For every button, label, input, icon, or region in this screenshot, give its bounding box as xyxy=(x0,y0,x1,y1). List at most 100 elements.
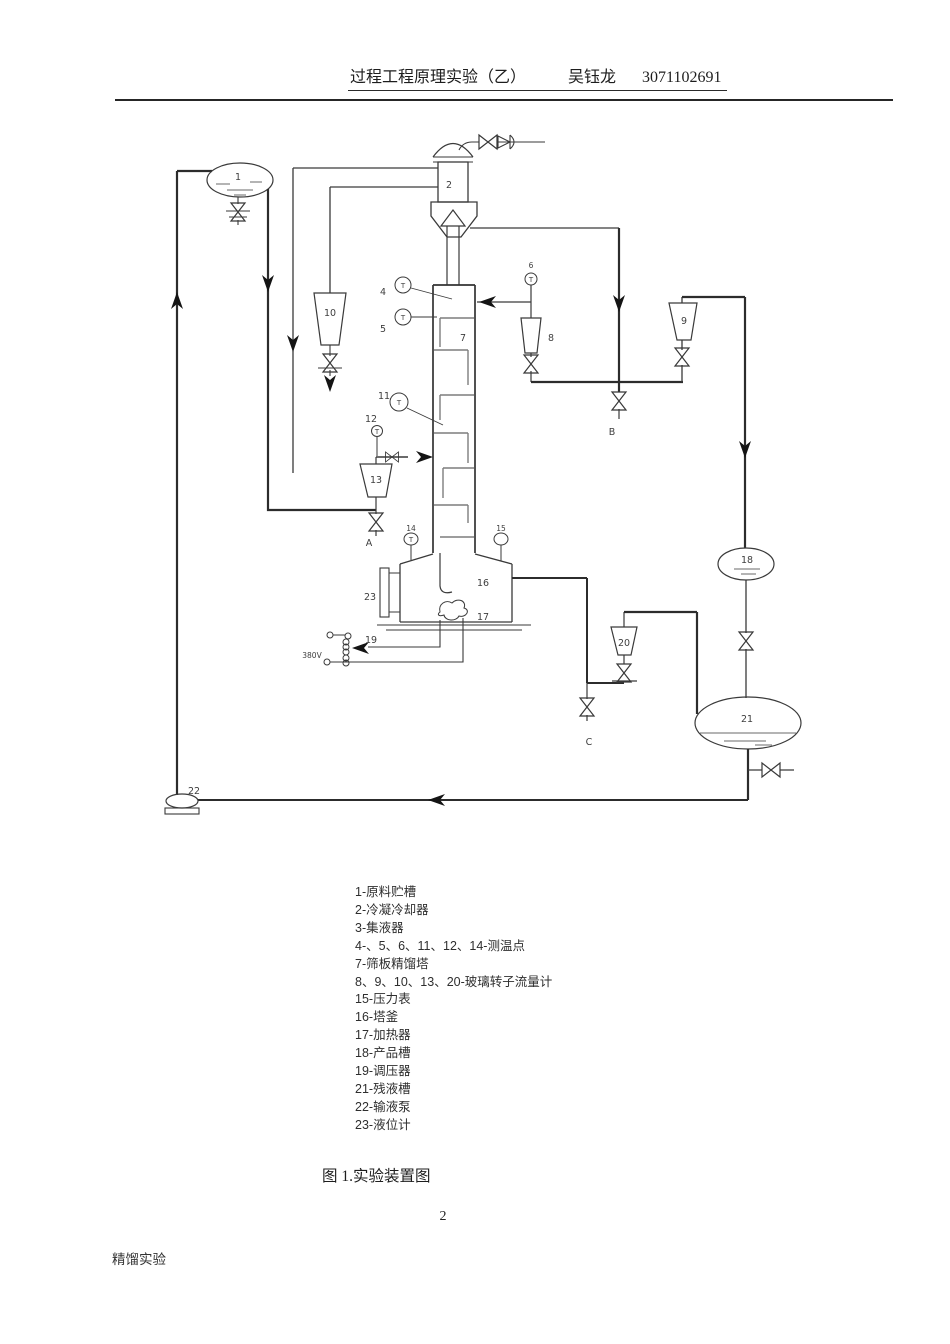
legend-item: 4-、5、6、11、12、14-测温点 xyxy=(355,938,525,953)
page-header: 过程工程原理实验（乙） 吴钰龙 3071102691 xyxy=(348,63,728,91)
label-16: 16 xyxy=(477,578,489,589)
legend-item: 1-原料贮槽 xyxy=(355,885,417,899)
label-19: 19 xyxy=(365,635,377,646)
variac-19: 19 380V xyxy=(302,618,464,667)
legend: 1-原料贮槽 2-冷凝冷却器 3-集液器 4-、5、6、11、12、14-测温点… xyxy=(355,884,552,1135)
rotameter-10: 10 xyxy=(313,186,438,392)
thermometer-11: T 11 xyxy=(378,391,444,426)
feed-line xyxy=(262,189,376,512)
label-18: 18 xyxy=(741,555,753,566)
page-number: 2 xyxy=(439,1209,447,1224)
drain-valve-icon xyxy=(761,762,781,778)
cooling-water-outlet-line xyxy=(287,167,438,473)
condenser-2: 2 xyxy=(432,134,545,203)
label-17: 17 xyxy=(477,612,489,623)
valve-icon xyxy=(230,202,246,222)
flow-down-arrow-icon xyxy=(324,375,336,392)
label-15: 15 xyxy=(496,524,506,533)
legend-item: 21-残液槽 xyxy=(355,1081,411,1096)
label-10: 10 xyxy=(324,308,336,319)
sample-point-A: A xyxy=(366,510,384,549)
legend-item: 2-冷凝冷却器 xyxy=(355,902,429,917)
figure-caption: 图 1.实验装置图 xyxy=(322,1168,431,1185)
legend-item: 16-塔釜 xyxy=(355,1010,399,1025)
thermometer-14: T 14 xyxy=(403,524,419,560)
thermometer-glyph: T xyxy=(396,399,402,407)
product-branch-rotameter-9: 9 xyxy=(668,295,751,548)
header-course: 过程工程原理实验（乙） xyxy=(350,69,527,86)
vapor-arrow-icon xyxy=(439,209,467,227)
heater-17 xyxy=(437,599,468,621)
level-gauge-23 xyxy=(379,567,390,618)
residue-line-rotameter-20: C 20 xyxy=(512,577,699,748)
header-student-name: 吴钰龙 xyxy=(568,69,617,86)
valve-icon xyxy=(322,353,338,373)
vent-valve-icon xyxy=(478,134,498,150)
legend-item: 17-加热器 xyxy=(355,1028,411,1043)
feed-arrow-icon xyxy=(416,451,433,463)
label-22: 22 xyxy=(188,786,200,797)
legend-item: 7-筛板精馏塔 xyxy=(355,956,429,971)
bottom-return-line xyxy=(198,794,748,806)
sieve-trays xyxy=(434,317,474,538)
thermometer-glyph: T xyxy=(400,282,406,290)
valve-icon xyxy=(523,354,539,374)
legend-item: 8、9、10、13、20-玻璃转子流量计 xyxy=(355,974,553,989)
reflux-branch-rotameter-8: T 6 8 xyxy=(477,261,554,382)
label-21: 21 xyxy=(741,714,753,725)
variac-coil xyxy=(342,638,350,667)
valve-icon xyxy=(579,697,595,717)
feed-tank-1: 1 xyxy=(206,162,274,225)
label-14: 14 xyxy=(406,524,416,533)
label-1: 1 xyxy=(235,172,241,183)
legend-item: 3-集液器 xyxy=(355,920,404,935)
label-9: 9 xyxy=(681,316,687,327)
label-A: A xyxy=(366,538,373,549)
thermometer-5: T 5 xyxy=(380,308,437,335)
label-6: 6 xyxy=(529,261,534,270)
label-4: 4 xyxy=(380,287,386,298)
thermometer-glyph: T xyxy=(374,428,380,436)
header-rule xyxy=(115,99,893,101)
label-C: C xyxy=(586,737,593,748)
thermometer-glyph: T xyxy=(400,314,406,322)
valve-icon xyxy=(738,631,754,651)
label-5: 5 xyxy=(380,324,386,335)
valve-icon xyxy=(674,347,690,367)
check-valve-icon xyxy=(497,134,515,150)
valve-icon xyxy=(368,512,384,532)
pressure-gauge-15: 15 xyxy=(493,524,509,561)
still-pot-16: 16 17 23 xyxy=(364,553,531,631)
label-8: 8 xyxy=(548,333,554,344)
thermometer-4: T 4 xyxy=(380,276,453,300)
label-B: B xyxy=(609,427,616,438)
rotameter-13: 13 xyxy=(359,451,433,510)
thermometer-12: T 12 xyxy=(365,414,383,456)
legend-item: 22-输液泵 xyxy=(355,1099,411,1114)
pump-recycle-line xyxy=(171,169,212,795)
legend-item: 18-产品槽 xyxy=(355,1046,411,1061)
label-23: 23 xyxy=(364,592,376,603)
thermometer-glyph: T xyxy=(528,276,534,284)
label-2: 2 xyxy=(446,180,452,191)
distillate-line: B xyxy=(470,227,627,438)
pump-22: 22 xyxy=(164,786,200,815)
legend-item: 19-调压器 xyxy=(355,1064,411,1079)
column-7: 7 xyxy=(432,284,476,594)
label-12: 12 xyxy=(365,414,377,425)
page-footer: 精馏实验 xyxy=(112,1252,166,1267)
valve-icon xyxy=(611,391,627,411)
legend-item: 23-液位计 xyxy=(355,1117,411,1132)
header-student-id: 3071102691 xyxy=(642,69,722,86)
label-13: 13 xyxy=(370,475,382,486)
label-11: 11 xyxy=(378,391,390,402)
collector-3 xyxy=(430,201,478,285)
dip-tube xyxy=(439,553,453,594)
label-20: 20 xyxy=(618,638,630,649)
legend-item: 15-压力表 xyxy=(355,992,411,1007)
valve-icon xyxy=(616,663,632,683)
product-tank-18: 18 xyxy=(717,547,775,698)
label-380v: 380V xyxy=(302,651,322,660)
